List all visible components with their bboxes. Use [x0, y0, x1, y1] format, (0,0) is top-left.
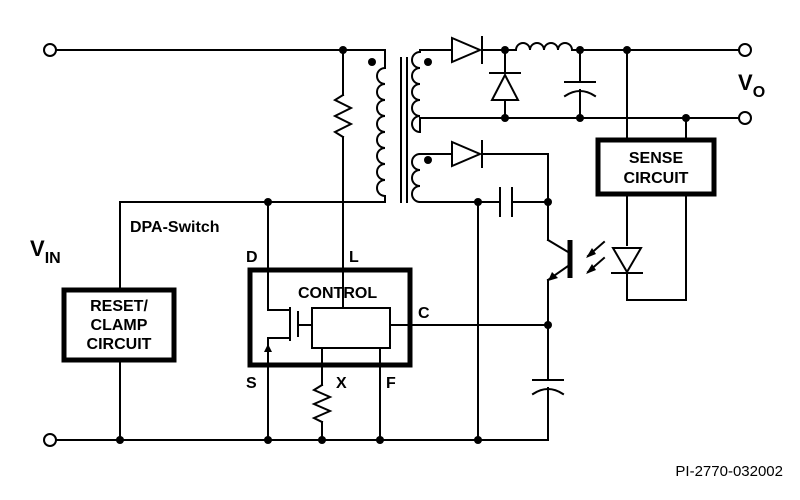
transformer-secondary: [411, 49, 432, 134]
pin-d-label: D: [246, 249, 258, 266]
output-terminal-plus: [738, 43, 752, 57]
pin-l-label: L: [349, 249, 359, 266]
junction: [576, 114, 584, 122]
freewheel-diode: [489, 49, 521, 119]
bias-wire: [481, 153, 549, 203]
line-sense-resistor: [332, 49, 354, 271]
control-label: CONTROL: [298, 285, 377, 302]
pin-f-label: F: [386, 375, 396, 392]
junction: [339, 46, 347, 54]
output-rectifier-diode: [451, 36, 483, 64]
optocoupler-light-arrows: [586, 240, 606, 274]
bias-capacitor: [499, 187, 549, 217]
output-inductor: [514, 42, 574, 52]
output-capacitor: [563, 49, 597, 119]
bias-diode: [451, 140, 483, 168]
vo-label: VO: [738, 70, 765, 101]
reset-label-line3: CIRCUIT: [87, 336, 152, 353]
junction: [474, 436, 482, 444]
pin-s-label: S: [246, 375, 257, 392]
junction: [376, 436, 384, 444]
pin-x-label: X: [336, 375, 347, 392]
dpa-switch-ic: [247, 267, 413, 368]
junction: [264, 436, 272, 444]
input-terminal-top: [43, 43, 57, 57]
reset-label-line2: CLAMP: [91, 317, 148, 334]
input-terminal-bottom: [43, 433, 57, 447]
dpa-switch-label: DPA-Switch: [130, 219, 219, 236]
x-pin-resistor: [311, 347, 333, 441]
figure-id: PI-2770-032002: [675, 463, 783, 480]
output-terminal-minus: [738, 111, 752, 125]
junction: [318, 436, 326, 444]
transformer-primary: [368, 49, 387, 203]
junction: [501, 114, 509, 122]
reset-label-line1: RESET/: [90, 298, 148, 315]
control-capacitor: [531, 379, 565, 441]
sense-label-line1: SENSE: [629, 150, 684, 167]
power-mosfet: [264, 269, 313, 441]
transformer-bias-winding: [411, 152, 432, 204]
optocoupler-transistor: [546, 201, 573, 381]
drain-wire: [267, 201, 386, 271]
optocoupler-led: [611, 247, 687, 301]
clamp-wire: [119, 201, 269, 291]
junction: [116, 436, 124, 444]
vin-label: VIN: [30, 236, 61, 267]
transformer-core: [400, 57, 408, 203]
sense-circuit-box: [595, 137, 717, 197]
sense-label-line2: CIRCUIT: [624, 170, 689, 187]
control-block: [311, 307, 391, 349]
pin-c-label: C: [418, 305, 430, 322]
